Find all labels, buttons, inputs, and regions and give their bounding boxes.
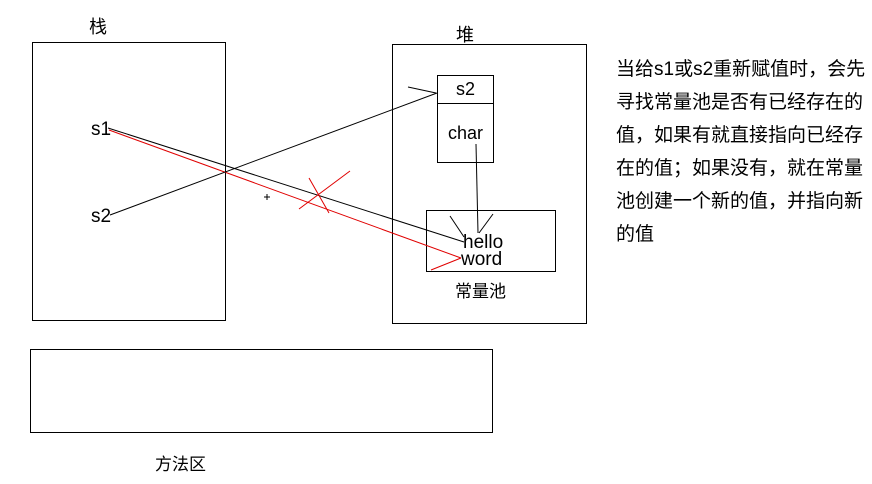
constant-pool-value-word: word xyxy=(461,249,503,270)
note-line-6: 的值 xyxy=(616,224,655,245)
stack-box xyxy=(32,42,226,321)
stack-title: 栈 xyxy=(89,17,107,37)
stack-var-s1: s1 xyxy=(91,119,112,140)
method-area-title: 方法区 xyxy=(155,455,206,474)
note-line-3: 值，如果有就直接指向已经存 xyxy=(616,125,864,146)
cross-out-stroke-1 xyxy=(308,177,330,214)
heap-object-header: s2 xyxy=(438,76,493,104)
heap-object-body: char xyxy=(447,122,483,143)
note-line-1: 当给s1或s2重新赋值时，会先 xyxy=(616,59,866,80)
heap-title: 堆 xyxy=(456,25,474,45)
method-area-box xyxy=(30,349,493,433)
note-line-4: 在的值；如果没有，就在常量 xyxy=(616,158,864,179)
constant-pool-title: 常量池 xyxy=(455,282,506,301)
cross-out-stroke-2 xyxy=(298,170,351,210)
note-line-2: 寻找常量池是否有已经存在的 xyxy=(616,92,864,113)
constant-pool-value-hello: hello xyxy=(463,232,504,253)
stack-var-s2: s2 xyxy=(91,206,112,227)
note-paragraph: 当给s1或s2重新赋值时，会先 寻找常量池是否有已经存在的 值，如果有就直接指向… xyxy=(616,53,866,251)
heap-object-box: s2 char xyxy=(437,75,494,163)
note-line-5: 池创建一个新的值，并指向新 xyxy=(616,191,864,212)
